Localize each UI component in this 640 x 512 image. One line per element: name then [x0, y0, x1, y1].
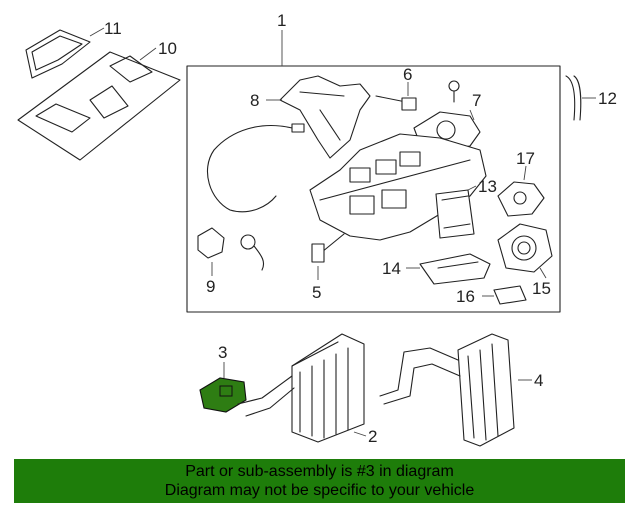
callout-5: 5: [312, 283, 321, 302]
callout-4: 4: [534, 371, 543, 390]
part-2-evaporator: [237, 333, 367, 443]
callout-14: 14: [382, 259, 401, 278]
part-16-connector: [482, 285, 527, 305]
part-13-filter: [435, 185, 477, 239]
callout-2: 2: [368, 427, 377, 446]
callout-17: 17: [516, 149, 535, 168]
callout-16: 16: [456, 287, 475, 306]
part-11-gasket: [25, 27, 105, 79]
screw: [448, 80, 460, 103]
callout-13: 13: [478, 177, 497, 196]
part-6-rod: [375, 82, 417, 111]
callout-11: 11: [104, 19, 122, 38]
callout-6: 6: [403, 65, 412, 84]
callout-1: 1: [277, 11, 286, 30]
callout-10: 10: [158, 39, 177, 58]
part-5-sensor: [311, 233, 345, 280]
part-15-blower: [497, 223, 553, 279]
callout-8: 8: [250, 91, 259, 110]
part-17-cover: [497, 165, 545, 217]
wire-harness: [206, 123, 305, 213]
part-14-resistor: [406, 253, 491, 285]
part-4-heater-core: [379, 333, 532, 447]
part-3-actuator-highlighted: [199, 362, 247, 413]
callout-9: 9: [206, 277, 215, 296]
sensor-cable: [240, 234, 265, 271]
callout-7: 7: [472, 91, 481, 110]
callout-3: 3: [218, 343, 227, 362]
assembly-box: [186, 30, 561, 313]
info-banner: Part or sub-assembly is #3 in diagram Di…: [14, 459, 625, 503]
banner-line-2: Diagram may not be specific to your vehi…: [164, 482, 475, 499]
hvac-case: [309, 133, 487, 241]
part-12-tube: [565, 75, 596, 121]
part-9-actuator: [197, 227, 225, 276]
banner-line-1: Part or sub-assembly is #3 in diagram: [185, 463, 454, 480]
callout-15: 15: [532, 279, 551, 298]
part-8-duct: [266, 75, 371, 159]
part-10-seal-kit: [17, 47, 181, 161]
callout-12: 12: [598, 89, 617, 108]
